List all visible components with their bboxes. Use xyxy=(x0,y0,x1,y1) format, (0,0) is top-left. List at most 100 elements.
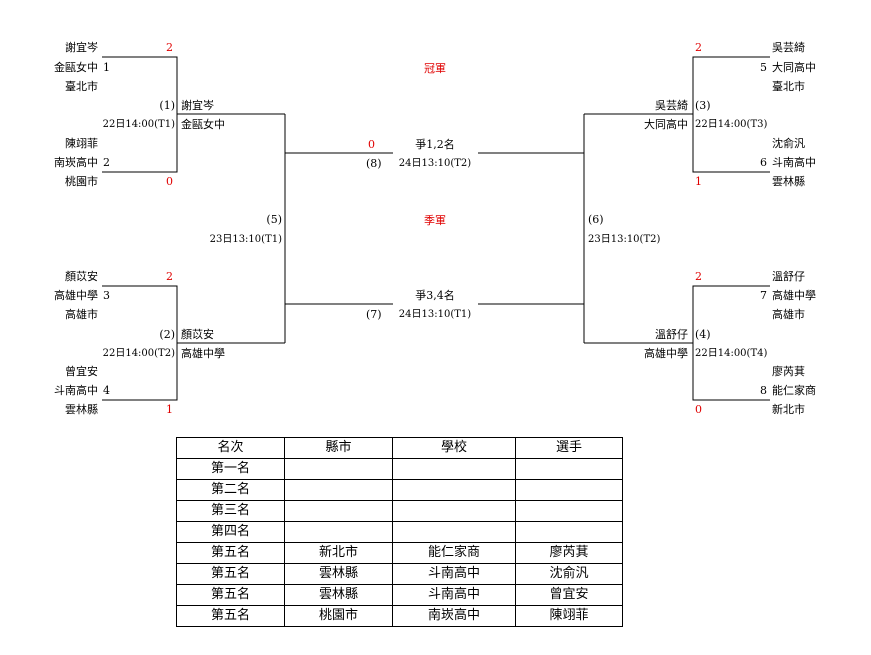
player-cell: 陳翊菲 xyxy=(515,605,623,627)
match-winner-name: 顏苡安 xyxy=(181,328,214,341)
city-cell xyxy=(284,500,393,522)
player-seed: 3 xyxy=(103,289,110,302)
player-score: 2 xyxy=(695,41,702,54)
city-cell xyxy=(284,521,393,543)
match-number: (2) xyxy=(159,328,175,341)
player-seed: 7 xyxy=(760,289,767,302)
match-time: 22日14:00(T1) xyxy=(102,119,175,130)
school-cell: 南崁高中 xyxy=(392,605,516,627)
school-cell xyxy=(392,479,516,501)
city-cell: 新北市 xyxy=(284,542,393,564)
player-school: 南崁高中 xyxy=(54,156,98,169)
player-seed: 5 xyxy=(760,61,767,74)
ranking-table: 名次 縣市 學校 選手 第一名 第二名 第三名 第四名 xyxy=(176,437,623,627)
match-number: (4) xyxy=(695,328,711,341)
match-number: (7) xyxy=(366,308,382,321)
player-city: 雲林縣 xyxy=(772,175,805,188)
city-cell: 雲林縣 xyxy=(284,563,393,585)
player-cell xyxy=(515,521,623,543)
match-time: 22日14:00(T2) xyxy=(102,348,175,359)
rank-cell: 第三名 xyxy=(176,500,285,522)
player-cell xyxy=(515,500,623,522)
table-row: 第五名 雲林縣 斗南高中 曾宜安 xyxy=(176,584,623,606)
match-number: (1) xyxy=(159,99,175,112)
player-school: 大同高中 xyxy=(772,61,816,74)
player-seed: 4 xyxy=(103,384,110,397)
rank-cell: 第五名 xyxy=(176,542,285,564)
match-time: 22日14:00(T3) xyxy=(695,119,768,130)
rank-cell: 第五名 xyxy=(176,584,285,606)
match-winner-school: 大同高中 xyxy=(644,118,688,131)
player-score: 2 xyxy=(166,270,173,283)
player-school: 高雄中學 xyxy=(772,289,816,302)
rank-cell: 第二名 xyxy=(176,479,285,501)
table-row: 第二名 xyxy=(176,479,623,501)
match-winner-school: 高雄中學 xyxy=(181,347,225,360)
school-cell xyxy=(392,521,516,543)
city-cell xyxy=(284,458,393,480)
city-cell: 桃園市 xyxy=(284,605,393,627)
city-cell: 雲林縣 xyxy=(284,584,393,606)
match-number: (5) xyxy=(266,213,282,226)
player-city: 桃園市 xyxy=(65,175,98,188)
header-school: 學校 xyxy=(392,437,516,459)
player-score: 2 xyxy=(695,270,702,283)
match-label: 爭1,2名 xyxy=(415,138,455,151)
player-score: 2 xyxy=(166,41,173,54)
player-city: 新北市 xyxy=(772,403,805,416)
player-name: 曾宜安 xyxy=(65,365,98,378)
player-cell: 曾宜安 xyxy=(515,584,623,606)
header-player: 選手 xyxy=(515,437,623,459)
champion-label: 冠軍 xyxy=(424,62,446,75)
player-seed: 8 xyxy=(760,384,767,397)
rank-cell: 第一名 xyxy=(176,458,285,480)
match-winner-name: 謝宜岑 xyxy=(181,99,214,112)
match-number: (6) xyxy=(588,213,604,226)
player-city: 高雄市 xyxy=(772,308,805,321)
header-rank: 名次 xyxy=(176,437,285,459)
school-cell: 能仁家商 xyxy=(392,542,516,564)
match-label: 爭3,4名 xyxy=(415,289,455,302)
header-city: 縣市 xyxy=(284,437,393,459)
player-seed: 6 xyxy=(760,156,767,169)
table-row: 第四名 xyxy=(176,521,623,543)
player-cell xyxy=(515,458,623,480)
player-name: 陳翊菲 xyxy=(65,137,98,150)
match-time: 23日13:10(T1) xyxy=(209,234,282,245)
player-name: 溫舒仔 xyxy=(772,270,805,283)
player-city: 臺北市 xyxy=(65,80,98,93)
table-row: 第五名 桃園市 南崁高中 陳翊菲 xyxy=(176,605,623,627)
player-school: 金甌女中 xyxy=(54,61,98,74)
player-seed: 2 xyxy=(103,156,110,169)
match-time: 24日13:10(T1) xyxy=(398,309,472,320)
player-school: 斗南高中 xyxy=(54,384,98,397)
rank-cell: 第五名 xyxy=(176,605,285,627)
player-school: 高雄中學 xyxy=(54,289,98,302)
match-score: 0 xyxy=(368,138,375,151)
match-time: 22日14:00(T4) xyxy=(695,348,768,359)
table-row: 第五名 雲林縣 斗南高中 沈俞汎 xyxy=(176,563,623,585)
player-name: 沈俞汎 xyxy=(772,137,805,150)
player-name: 顏苡安 xyxy=(65,270,98,283)
player-city: 高雄市 xyxy=(65,308,98,321)
player-city: 臺北市 xyxy=(772,80,805,93)
third-place-label: 季軍 xyxy=(424,214,446,227)
city-cell xyxy=(284,479,393,501)
match-number: (3) xyxy=(695,99,711,112)
player-cell: 廖芮萁 xyxy=(515,542,623,564)
table-header-row: 名次 縣市 學校 選手 xyxy=(176,437,623,459)
school-cell: 斗南高中 xyxy=(392,563,516,585)
school-cell: 斗南高中 xyxy=(392,584,516,606)
rank-cell: 第五名 xyxy=(176,563,285,585)
player-score: 1 xyxy=(166,403,173,416)
player-name: 謝宜岑 xyxy=(65,41,98,54)
match-time: 23日13:10(T2) xyxy=(588,234,661,245)
player-cell xyxy=(515,479,623,501)
player-city: 雲林縣 xyxy=(65,403,98,416)
match-winner-name: 溫舒仔 xyxy=(655,328,688,341)
rank-cell: 第四名 xyxy=(176,521,285,543)
match-winner-name: 吳芸綺 xyxy=(655,99,688,112)
player-school: 斗南高中 xyxy=(772,156,816,169)
school-cell xyxy=(392,458,516,480)
